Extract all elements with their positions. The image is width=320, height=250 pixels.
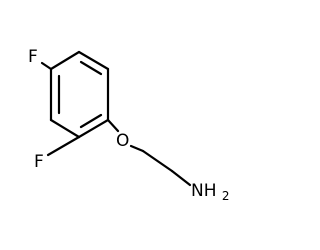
bond-c3-o — [106, 118, 120, 133]
bond-c6-c1 — [49, 50, 81, 71]
bond-ch2-n — [170, 169, 192, 187]
bond-c1-c2 — [77, 50, 110, 71]
molecule-canvas: F F O NH 2 — [28, 47, 230, 203]
structure-drawing: F F O NH 2 — [28, 47, 230, 203]
bond-c6-f-top — [40, 61, 53, 71]
bond-c3-c4 — [77, 118, 110, 139]
bond-c4-f-bottom — [46, 135, 81, 157]
bond-ch2-ch2 — [141, 149, 174, 173]
bond-c4-c5 — [49, 118, 81, 139]
bond-o-ch2 — [129, 144, 145, 153]
fluorine-bottom-label: F — [34, 152, 44, 172]
double-bond-inner-c1-c2 — [79, 60, 103, 76]
benzene-ring — [49, 50, 110, 139]
oxygen-label: O — [116, 131, 129, 151]
amine-nh-text: NH — [191, 181, 217, 201]
amine-label: NH 2 — [191, 181, 230, 203]
amine-subscript: 2 — [222, 189, 230, 203]
fluorine-top-label: F — [28, 47, 38, 67]
double-bond-inner-c3-c4 — [79, 113, 103, 129]
